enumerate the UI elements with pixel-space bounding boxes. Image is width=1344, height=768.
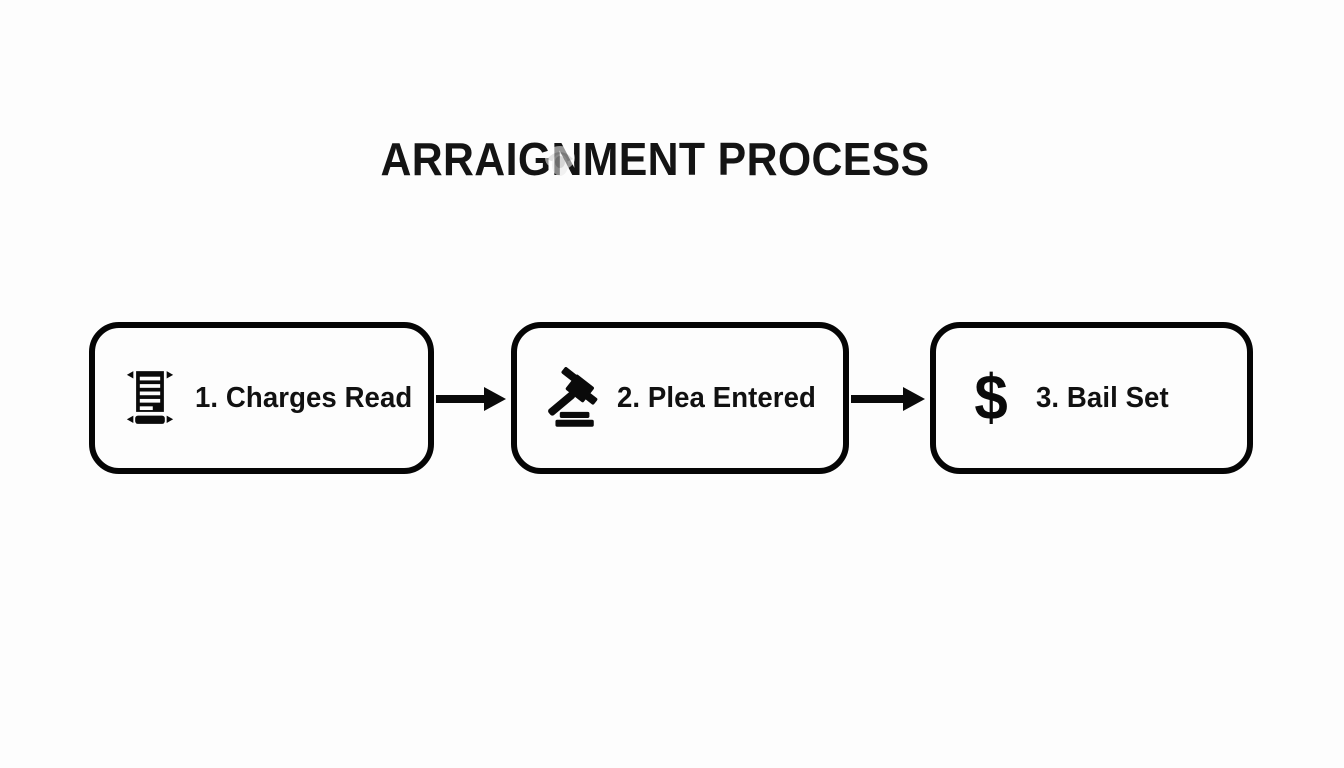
flow-arrow-1 <box>436 384 508 414</box>
step-content: 1. Charges Read <box>95 366 424 430</box>
step-box-bail-set[interactable]: $ 3. Bail Set <box>930 322 1253 474</box>
step-content: 2. Plea Entered <box>517 366 826 430</box>
step-content: $ 3. Bail Set <box>936 366 1176 430</box>
flow-arrow-2 <box>851 384 927 414</box>
process-flow: 1. Charges Read <box>0 322 1344 476</box>
step-label-bail-set: 3. Bail Set <box>1036 381 1169 414</box>
dollar-sign-icon: $ <box>964 366 1018 430</box>
step-label-plea-entered: 2. Plea Entered <box>617 381 816 414</box>
step-box-charges-read[interactable]: 1. Charges Read <box>89 322 434 474</box>
scroll-document-icon <box>123 366 177 430</box>
page-title: ARRAIGNMENT PROCESS <box>380 133 930 185</box>
step-box-plea-entered[interactable]: 2. Plea Entered <box>511 322 849 474</box>
dollar-sign-glyph: $ <box>974 361 1008 433</box>
gavel-icon <box>545 366 599 430</box>
step-label-charges-read: 1. Charges Read <box>195 381 413 414</box>
